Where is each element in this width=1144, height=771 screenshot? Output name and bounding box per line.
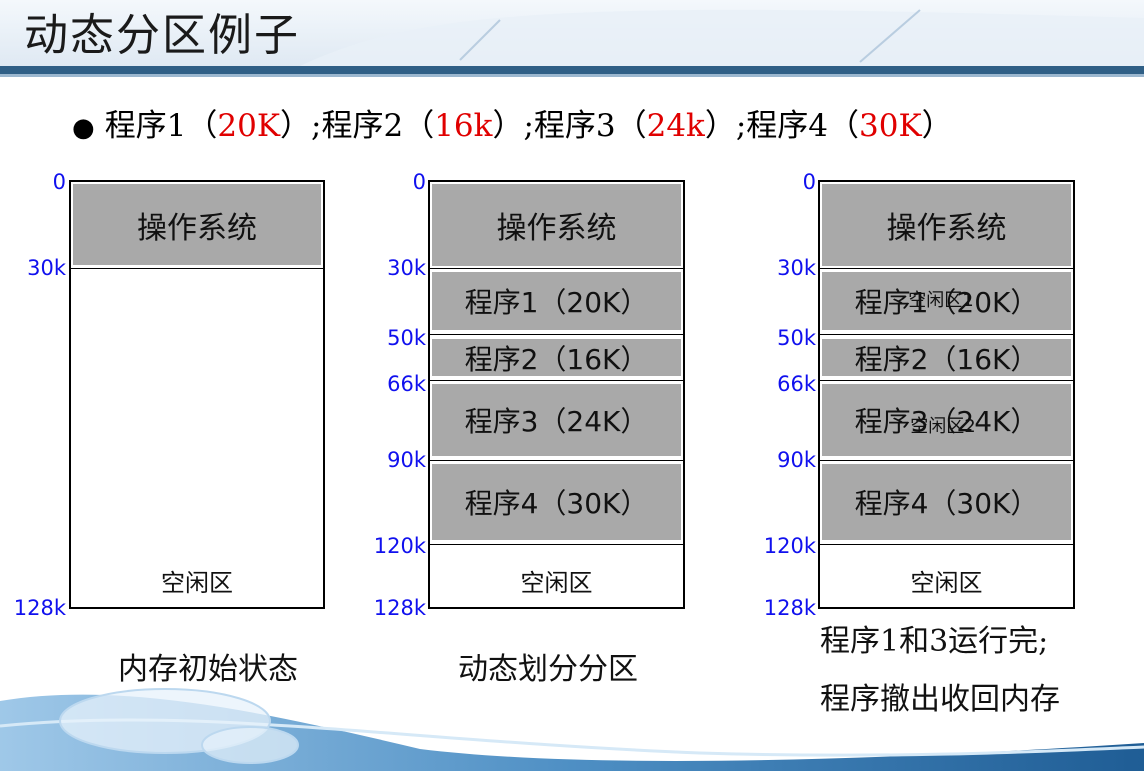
program-1-size: 20K <box>217 108 281 144</box>
program-list: ●程序1（20K）;程序2（16k）;程序3（24k）;程序4（30K） <box>72 104 953 150</box>
address-30k: 30k <box>387 256 426 280</box>
program-3-label: ;程序3（ <box>523 108 647 144</box>
address-0: 0 <box>52 170 66 194</box>
boundary-line <box>429 544 684 545</box>
footer-swoosh <box>0 688 1144 771</box>
address-66k: 66k <box>777 372 816 396</box>
boundary-line <box>819 460 1074 461</box>
caption-reclaimed-line-2: 程序撤出收回内存 <box>820 682 1060 717</box>
segment-free: 空闲区 <box>72 560 322 600</box>
address-120k: 120k <box>373 534 426 558</box>
segment-program-4: 程序4（30K） <box>821 463 1072 541</box>
boundary-line <box>819 544 1074 545</box>
program-2-close: ） <box>492 108 524 144</box>
boundary-line <box>819 334 1074 335</box>
boundary-line <box>429 380 684 381</box>
address-0: 0 <box>412 170 426 194</box>
address-50k: 50k <box>387 326 426 350</box>
address-50k: 50k <box>777 326 816 350</box>
address-0: 0 <box>802 170 816 194</box>
address-90k: 90k <box>777 448 816 472</box>
address-66k: 66k <box>387 372 426 396</box>
address-90k: 90k <box>387 448 426 472</box>
caption-reclaimed-line-1: 程序1和3运行完; <box>820 624 1049 659</box>
program-3-close: ） <box>704 108 736 144</box>
caption-partitioned: 动态划分分区 <box>458 652 638 687</box>
boundary-line <box>429 460 684 461</box>
address-30k: 30k <box>27 256 66 280</box>
program-1-close: ） <box>280 108 312 144</box>
address-120k: 120k <box>763 534 816 558</box>
address-30k: 30k <box>777 256 816 280</box>
program-4-close: ） <box>921 108 953 144</box>
caption-initial: 内存初始状态 <box>118 652 298 687</box>
segment-program-2: 程序2（16K） <box>821 338 1072 377</box>
boundary-line <box>429 268 684 269</box>
program-2-label: ;程序2（ <box>311 108 435 144</box>
segment-program-3: 程序3（24K） <box>821 383 1072 457</box>
segment-os: 操作系统 <box>821 183 1072 267</box>
segment-program-2: 程序2（16K） <box>431 338 682 377</box>
program-4-label: ;程序4（ <box>735 108 860 144</box>
segment-free: 空闲区 <box>431 560 682 600</box>
boundary-line <box>819 268 1074 269</box>
segment-program-1: 程序1（20K） <box>431 271 682 331</box>
segment-program-1: 程序1（20K） <box>821 271 1072 331</box>
segment-os: 操作系统 <box>72 183 322 266</box>
boundary-line <box>819 380 1074 381</box>
segment-program-4: 程序4（30K） <box>431 463 682 541</box>
program-1-label: 程序1（ <box>104 108 218 144</box>
segment-free: 空闲区 <box>821 560 1072 600</box>
address-128k: 128k <box>373 596 426 620</box>
segment-os: 操作系统 <box>431 183 682 267</box>
program-3-size: 24k <box>646 108 705 144</box>
address-128k: 128k <box>763 596 816 620</box>
program-2-size: 16k <box>434 108 493 144</box>
bullet-icon: ● <box>72 113 95 143</box>
header-band <box>0 0 1144 77</box>
boundary-line <box>429 334 684 335</box>
program-4-size: 30K <box>859 108 922 144</box>
segment-program-3: 程序3（24K） <box>431 383 682 457</box>
address-128k: 128k <box>13 596 66 620</box>
slide-title: 动态分区例子 <box>24 10 300 61</box>
boundary-line <box>70 268 324 269</box>
